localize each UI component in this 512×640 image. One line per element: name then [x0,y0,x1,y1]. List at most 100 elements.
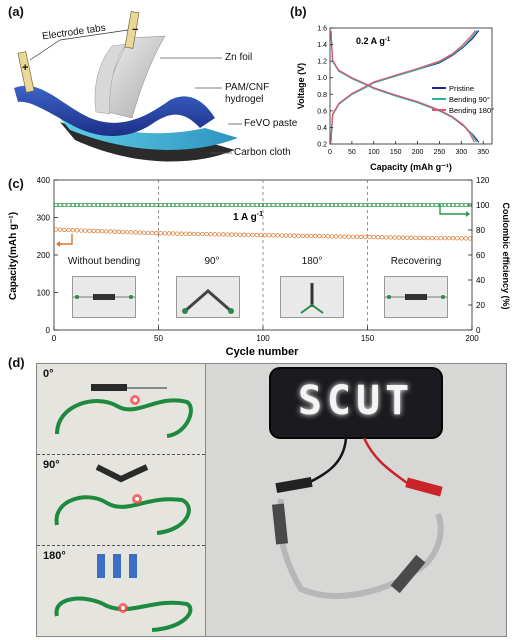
panel-a-schematic: + − Electrode tabs Zn foil PAM/CNF hydro… [0,0,297,175]
chart-c-ytick-label: 0 [46,326,51,335]
chart-b-series-2-discharge [330,30,476,143]
chart-c-efficiency-point [417,203,422,207]
chart-c-capacity-point [83,228,88,233]
chart-c-capacity-point [187,231,193,236]
chart-c-xlabel: Cycle number [226,346,299,358]
photo-label-0: 0° [43,368,54,380]
battery-illustration [14,11,242,162]
chart-b-legend-label: Bending 90° [449,95,490,104]
panel-label-a: (a) [8,4,24,19]
segment-label-recovering: Recovering [390,256,442,267]
panel-label-c: (c) [8,176,24,191]
chart-c-capacity-point [233,232,238,237]
inset-photo-bent-90 [176,276,240,318]
chart-c-efficiency-point [309,203,314,207]
label-hydrogel: hydrogel [225,94,264,105]
chart-c-capacity-point [405,235,410,240]
chart-c-efficiency-point [83,203,88,207]
chart-c-efficiency-point [313,203,318,207]
chart-c-efficiency-point [217,203,222,207]
chart-c-efficiency-point [133,203,138,207]
chart-c-capacity-point [108,229,113,234]
chart-c-efficiency-point [350,203,355,207]
chart-c-capacity-point [438,235,443,241]
chart-c-ytick-label: 200 [37,251,51,260]
chart-c-efficiency-point [421,203,426,207]
chart-c-capacity-point [425,235,431,241]
chart-c-capacity-point [129,230,134,235]
chart-c-efficiency-point [246,203,251,207]
segment-label-without-bending: Without bending [67,256,141,267]
chart-c-capacity-point [154,231,159,236]
chart-c-capacity-point [267,233,272,238]
chart-c-capacity-point [112,229,117,234]
chart-c-efficiency-point [158,203,163,207]
chart-c-capacity-point [204,231,209,237]
chart-c-efficiency-point [95,203,100,207]
segment-label-90: 90° [204,256,220,267]
capacity-axis-arrow [60,234,73,245]
chart-b-xtick-label: 150 [390,149,402,156]
chart-c-y2tick-label: 100 [476,201,490,210]
chart-c-ytick-label: 400 [37,176,51,185]
chart-b-xtick-label: 100 [368,149,380,156]
chart-b-ytick-label: 0.6 [317,108,327,115]
chart-c-capacity-point [392,235,397,240]
chart-c-efficiency-point [91,203,96,207]
chart-c-capacity-point [246,232,251,238]
chart-c-efficiency-point [380,203,385,207]
label-pam-cnf: PAM/CNF [225,82,270,93]
chart-c-efficiency-point [376,203,380,207]
chart-c-efficiency-point [200,203,205,207]
chart-c-capacity-point [409,235,414,240]
photo-label-90: 90° [43,459,60,471]
chart-b-xtick-label: 250 [434,149,446,156]
chart-c-efficiency-point [75,203,79,207]
chart-c-xtick-label: 100 [256,334,270,343]
chart-c-capacity-point [430,235,435,241]
chart-c-capacity-point [104,229,109,234]
chart-c-efficiency-point [204,203,209,207]
chart-c-efficiency-point [129,203,134,207]
chart-c-capacity-point [145,230,151,236]
chart-c-capacity-point [91,228,96,234]
chart-c-efficiency-point [321,203,326,207]
chart-c-efficiency-point [62,203,67,207]
chart-c-capacity-point [242,232,247,237]
led-sign-photo [206,364,506,636]
chart-c-y2tick-label: 0 [476,326,481,335]
chart-c-efficiency-point [212,203,217,207]
chart-c-capacity-point [87,228,92,233]
chart-c-capacity-point [279,233,284,238]
chart-c-efficiency-point [250,203,255,207]
chart-c-capacity-point [162,231,167,236]
efficiency-axis-arrow [439,204,466,215]
chart-c-efficiency-point [263,203,268,207]
chart-c-capacity-point [271,233,276,238]
chart-c-capacity-point [79,228,84,233]
chart-c-efficiency-point [179,203,184,207]
chart-c-capacity-point [229,232,234,237]
chart-c-efficiency-point [288,203,293,207]
chart-c-capacity-point [237,232,243,237]
chart-c-capacity-point [95,228,101,234]
chart-c-efficiency-point [54,203,59,207]
chart-c-y2label: Coulombic efficiency (%) [501,202,511,309]
chart-c-y2tick-label: 80 [476,226,485,235]
chart-c-efficiency-point [426,203,431,207]
chart-c-capacity-point [262,233,268,238]
chart-c-efficiency-point [401,203,405,207]
chart-c-efficiency-point [442,203,447,207]
chart-c-capacity-point [342,234,347,239]
chart-c-efficiency-point [447,203,451,207]
chart-c-efficiency-point [242,203,247,207]
chart-b-series-2-charge [330,30,476,143]
chart-c-efficiency-point [325,203,330,207]
chart-c-capacity-point [179,231,184,236]
chart-b-ytick-label: 1.2 [317,59,327,66]
chart-c-capacity-point [375,235,381,240]
chart-c-capacity-point [338,234,343,239]
chart-c-capacity-point [304,233,310,239]
chart-c-efficiency-point [187,203,192,207]
